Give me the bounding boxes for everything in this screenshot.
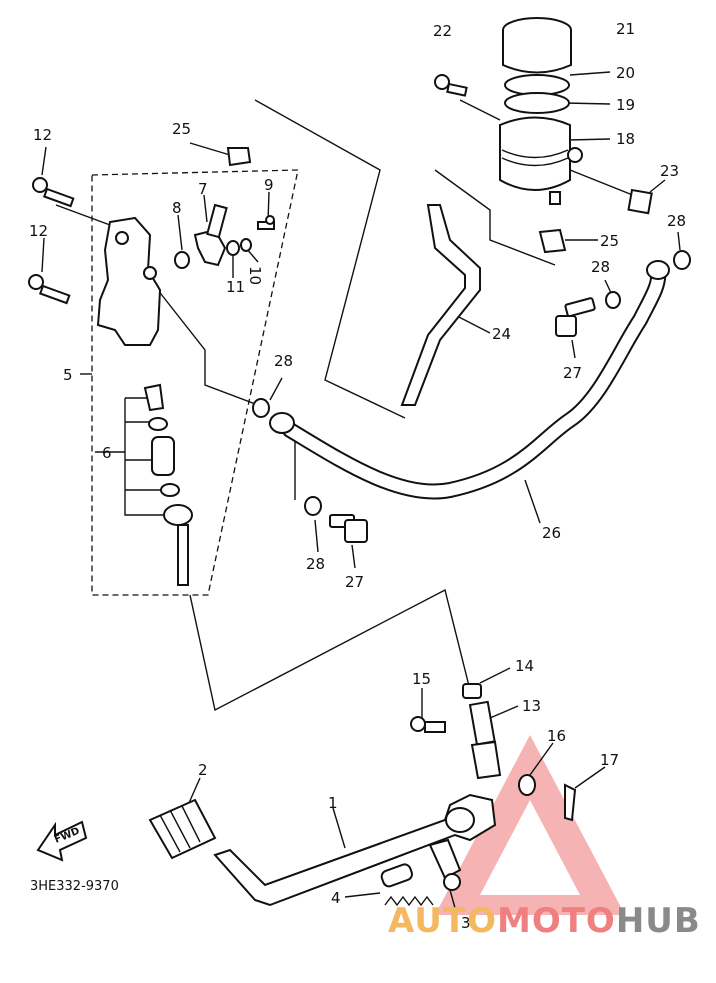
hose-clip-25-upper <box>226 147 252 167</box>
callout-12-lower: 12 <box>29 222 48 240</box>
piston-kit-6 <box>143 383 193 586</box>
callout-27-upper: 27 <box>563 364 582 382</box>
callout-3: 3 <box>461 914 471 932</box>
callout-28-mid: 28 <box>591 258 610 276</box>
callout-5: 5 <box>63 366 73 384</box>
screw-9 <box>257 215 275 230</box>
callout-7: 7 <box>198 180 208 198</box>
o-ring-8 <box>174 251 190 269</box>
master-cylinder-body <box>96 216 162 346</box>
reservoir-tank-18 <box>499 116 583 205</box>
clevis-13 <box>468 700 502 780</box>
watermark-part-hub: HUB <box>616 901 701 941</box>
callout-25-lower: 25 <box>600 232 619 250</box>
copper-washer-28-left <box>252 398 270 418</box>
pin-3 <box>443 873 461 891</box>
callout-20: 20 <box>616 64 635 82</box>
watermark-part-moto: MOTO <box>497 901 616 941</box>
callout-4: 4 <box>331 889 341 907</box>
cotter-pin-17 <box>564 783 577 822</box>
watermark-part-auto: AUTO <box>388 901 497 941</box>
callout-10: 10 <box>246 266 264 285</box>
callout-labels: 1 2 3 4 5 6 7 8 9 10 11 12 12 13 14 15 1… <box>29 20 686 932</box>
callout-23: 23 <box>660 162 679 180</box>
callout-9: 9 <box>264 176 274 194</box>
callout-28-lower: 28 <box>306 555 325 573</box>
union-bolt-27-lower <box>329 514 368 543</box>
callout-21: 21 <box>616 20 635 38</box>
return-spring-4 <box>380 863 434 907</box>
watermark-logo <box>435 735 625 915</box>
callout-18: 18 <box>616 130 635 148</box>
callout-24: 24 <box>492 325 511 343</box>
bolt-15 <box>410 716 446 733</box>
watermark-text: AUTOMOTOHUB <box>388 901 701 941</box>
callout-19: 19 <box>616 96 635 114</box>
washer-11 <box>226 240 240 256</box>
bolt-12-upper <box>32 177 75 208</box>
callout-11: 11 <box>226 278 245 296</box>
callout-27-lower: 27 <box>345 573 364 591</box>
callout-22: 22 <box>433 22 452 40</box>
callout-2: 2 <box>198 761 208 779</box>
brake-hose-26 <box>269 260 670 500</box>
bolt-22 <box>434 74 468 97</box>
nut-14 <box>462 683 482 699</box>
bolt-12-lower <box>28 274 71 305</box>
callout-14: 14 <box>515 657 534 675</box>
copper-washer-28-lower <box>304 496 322 516</box>
hose-joint-7 <box>193 203 228 267</box>
copper-washer-28-right <box>673 250 691 270</box>
union-bolt-27-upper <box>555 297 596 337</box>
callout-26: 26 <box>542 524 561 542</box>
assembly-outline <box>91 169 299 596</box>
diaphragm-19 <box>504 92 570 114</box>
callout-8: 8 <box>172 199 182 217</box>
pedal-rubber-2 <box>148 798 217 860</box>
reservoir-cap-21 <box>502 17 572 74</box>
callout-1: 1 <box>328 794 338 812</box>
callout-28-left: 28 <box>274 352 293 370</box>
callout-25-upper: 25 <box>172 120 191 138</box>
callout-28-right: 28 <box>667 212 686 230</box>
copper-washer-28-mid <box>605 291 621 309</box>
diagram-code: 3HE332-9370 <box>30 879 119 894</box>
callout-15: 15 <box>412 670 431 688</box>
washer-16 <box>518 774 536 796</box>
reservoir-hose-24 <box>400 204 481 406</box>
fwd-arrow-icon: FWD <box>36 820 88 862</box>
callout-13: 13 <box>522 697 541 715</box>
svg-text:AUTOMOTOHUB: AUTOMOTOHUB <box>388 901 701 941</box>
reference-lines <box>41 33 681 916</box>
hose-clip-25-lower <box>538 228 567 254</box>
brake-pedal-1 <box>213 793 497 907</box>
callout-6: 6 <box>102 444 112 462</box>
bracket-23 <box>627 188 653 215</box>
callout-12-upper: 12 <box>33 126 52 144</box>
callout-17: 17 <box>600 751 619 769</box>
callout-16: 16 <box>547 727 566 745</box>
washer-10 <box>240 238 252 252</box>
